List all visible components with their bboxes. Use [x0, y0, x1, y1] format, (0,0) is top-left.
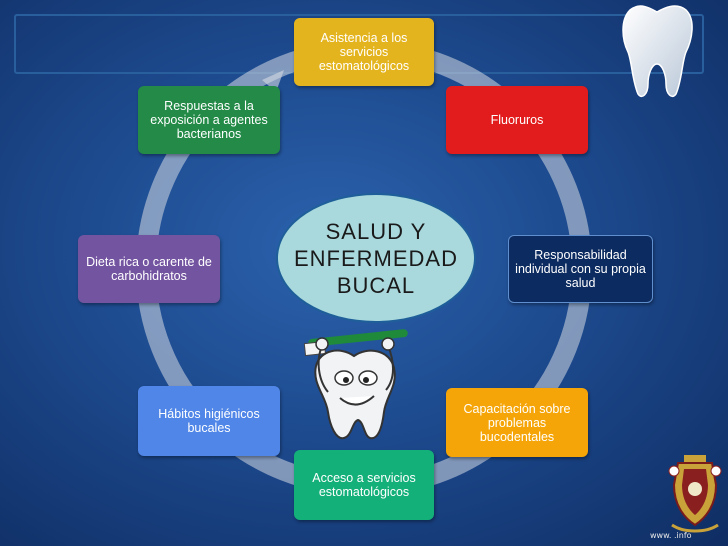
coat-of-arms-logo [668, 455, 722, 533]
watermark-text: www. .info [650, 531, 692, 540]
node-capacitacion: Capacitación sobre problemas bucodentale… [446, 388, 588, 457]
center-line-3: BUCAL [336, 272, 416, 298]
node-asistencia: Asistencia a los servicios estomatológic… [294, 18, 434, 86]
node-responsabilidad: Responsabilidad individual con su propia… [508, 235, 653, 303]
cycle-arrowhead-icon [262, 70, 284, 92]
center-topic: SALUD Y ENFERMEDAD BUCAL [276, 193, 476, 323]
tooth-with-toothbrush-cartoon [303, 329, 408, 440]
node-acceso: Acceso a servicios estomatológicos [294, 450, 434, 520]
node-fluoruros: Fluoruros [446, 86, 588, 154]
molar-tooth-icon [622, 5, 693, 98]
node-habitos: Hábitos higiénicos bucales [138, 386, 280, 456]
center-line-2: ENFERMEDAD [293, 245, 458, 271]
center-line-1: SALUD Y [325, 218, 427, 244]
node-respuestas: Respuestas a la exposición a agentes bac… [138, 86, 280, 154]
node-dieta: Dieta rica o carente de carbohidratos [78, 235, 220, 303]
